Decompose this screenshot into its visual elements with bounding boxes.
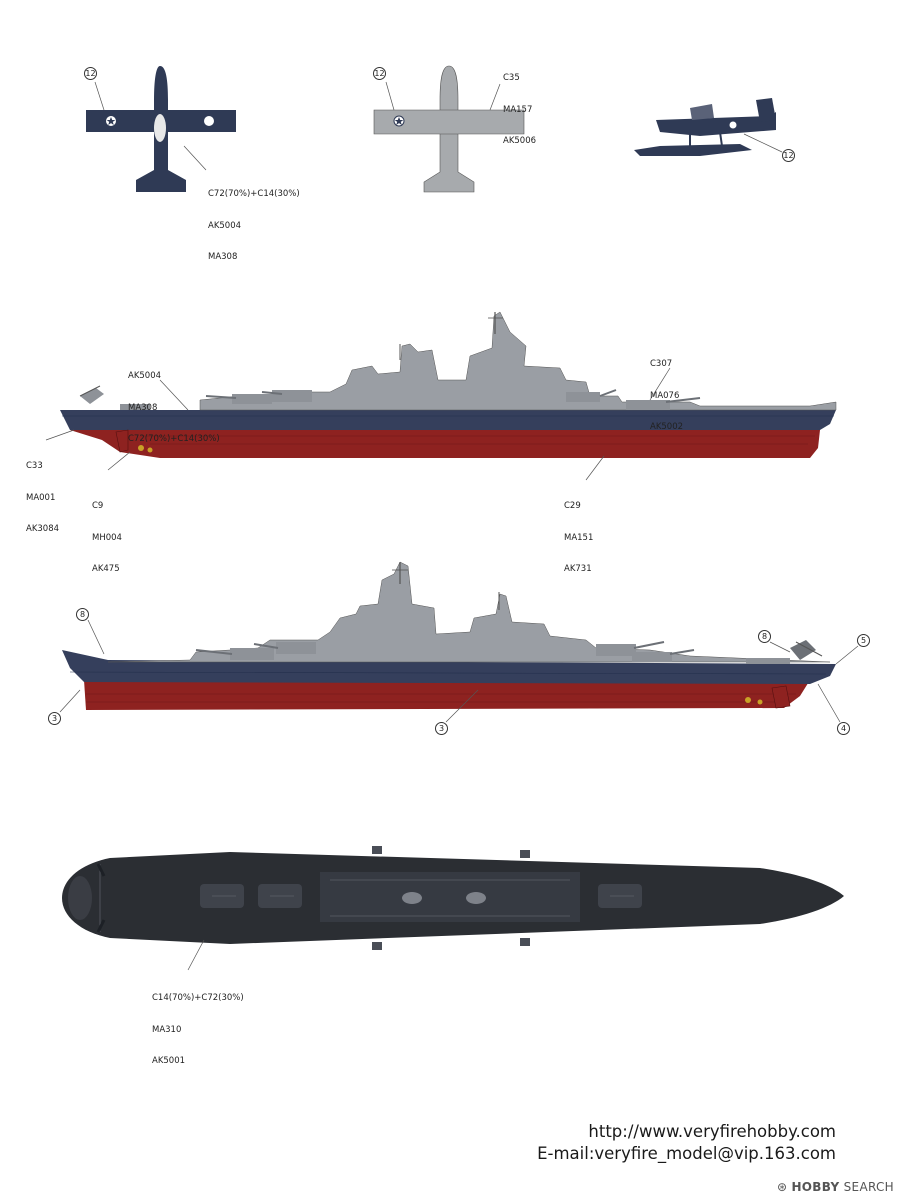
side2-badge-bow-bottom: 3 — [48, 712, 61, 725]
side1-propeller-callout: C9 MH004 AK475 — [92, 480, 122, 585]
side2-badge-stern-top-b: 5 — [857, 634, 870, 647]
side1-hull-line-2: MA151 — [564, 532, 594, 543]
side1-superstructure-line-2: MA308 — [128, 402, 158, 413]
top-view-callout: C14(70%)+C72(30%) MA310 AK5001 — [152, 972, 244, 1077]
side1-superstructure-line-1: AK5004 — [128, 371, 162, 381]
plane-1-callout: C72(70%)+C14(30%) AK5004 MA308 — [208, 168, 300, 273]
side2-badge-hull-mid: 3 — [435, 722, 448, 735]
side1-hull-line-1: C29 — [564, 501, 581, 511]
plane-1-callout-line-2: AK5004 — [208, 220, 242, 231]
watermark-brand: HOBBY — [791, 1180, 840, 1194]
watermark-suffix: SEARCH — [843, 1180, 894, 1194]
side1-stern-callout: C307 MA076 AK5002 — [650, 338, 683, 443]
plane-2-callout: C35 MA157 AK5006 — [503, 52, 536, 157]
hobby-search-watermark: ⊛ HOBBY SEARCH — [777, 1180, 894, 1194]
side2-badge-stern-bottom: 4 — [837, 722, 850, 735]
website-url[interactable]: http://www.veryfirehobby.com — [588, 1122, 836, 1141]
side1-superstructure-callout: AK5004 MA308 C72(70%)+C14(30%) — [128, 350, 220, 455]
plane-1-top-view — [86, 66, 236, 192]
side2-badge-bow-top: 8 — [76, 608, 89, 621]
side1-bow-line-2: MA001 — [26, 492, 56, 503]
side1-stern-line-2: MA076 — [650, 390, 680, 401]
plane-2-top-view — [373, 65, 525, 193]
battleship-side-view-2 — [59, 561, 859, 723]
plane-1-callout-line-3: MA308 — [208, 252, 238, 262]
side1-propeller-line-2: MH004 — [92, 532, 122, 543]
side1-bow-line-3: AK3084 — [26, 524, 60, 534]
plane-1-callout-line-1: C72(70%)+C14(30%) — [208, 189, 300, 199]
side1-propeller-line-3: AK475 — [92, 564, 120, 574]
side1-superstructure-line-3: C72(70%)+C14(30%) — [128, 434, 220, 444]
watermark-logo-icon: ⊛ — [776, 1180, 788, 1194]
side1-bow-callout: C33 MA001 AK3084 — [26, 440, 59, 545]
plane-3-badge: 12 — [782, 149, 795, 162]
plane-1-badge: 12 — [84, 67, 97, 80]
battleship-top-view — [62, 846, 844, 971]
plane-3-side-view — [634, 98, 783, 156]
side1-bow-line-1: C33 — [26, 461, 43, 471]
side1-stern-line-3: AK5002 — [650, 422, 684, 432]
battleship-side-view-1 — [45, 311, 837, 481]
plane-2-callout-line-3: AK5006 — [503, 136, 537, 146]
side1-propeller-line-1: C9 — [92, 501, 104, 511]
top-view-callout-line-2: MA310 — [152, 1024, 182, 1035]
plane-2-badge: 12 — [373, 67, 386, 80]
side2-badge-stern-top-a: 8 — [758, 630, 771, 643]
plane-2-callout-line-2: MA157 — [503, 104, 533, 115]
side1-hull-line-3: AK731 — [564, 564, 592, 574]
top-view-callout-line-1: C14(70%)+C72(30%) — [152, 993, 244, 1003]
side1-stern-line-1: C307 — [650, 359, 673, 369]
contact-email[interactable]: E-mail:veryfire_model@vip.163.com — [537, 1144, 836, 1163]
top-view-callout-line-3: AK5001 — [152, 1056, 186, 1066]
side1-hull-callout: C29 MA151 AK731 — [564, 480, 593, 585]
plane-2-callout-line-1: C35 — [503, 73, 520, 83]
